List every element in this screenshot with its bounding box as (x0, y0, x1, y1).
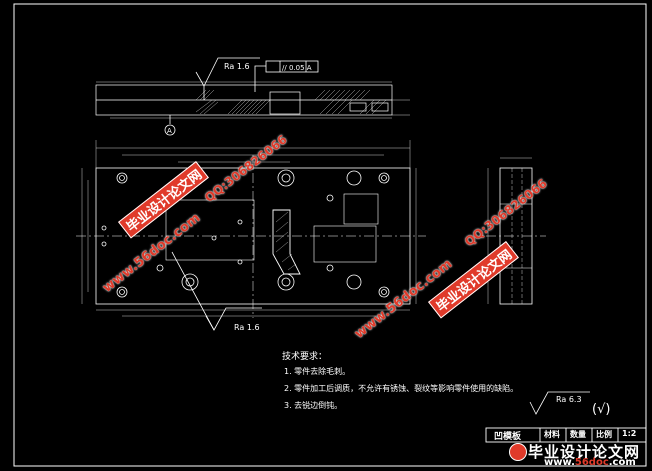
site-logo-icon (509, 443, 527, 461)
section-view (95, 81, 410, 119)
title-block-lines (485, 427, 647, 443)
roughness-general-label: Ra 6.3 (556, 395, 582, 404)
footer-site-name: 毕业设计论文网 (528, 443, 641, 461)
roughness-general-symbol (529, 391, 590, 415)
notes-title: 技术要求： (282, 352, 328, 362)
note-item-2: 2. 零件加工后调质，不允许有锈蚀、裂纹等影响零件使用的缺陷。 (284, 384, 519, 393)
plan-view (76, 140, 426, 318)
title-block-qty-label: 数量 (570, 430, 586, 439)
roughness-label-top: Ra 1.6 (224, 62, 250, 71)
datum-marker (164, 115, 176, 136)
tolerance-frame (254, 60, 319, 92)
datum-label: A (167, 127, 172, 135)
drawing-border (13, 3, 647, 467)
title-block-material-label: 材料 (544, 430, 560, 439)
title-block-part-name: 凹模板 (494, 432, 522, 442)
note-item-1: 1. 零件去除毛刺。 (284, 367, 351, 376)
tolerance-frame-text: // 0.05 A (282, 64, 312, 72)
title-block-scale-value: 1:2 (622, 429, 637, 438)
roughness-symbol-top (195, 57, 260, 100)
footer-url-number: 56doc (574, 457, 609, 468)
roughness-label-bottom: Ra 1.6 (234, 323, 260, 332)
footer-logo: 毕业设计论文网 www.56doc.com (506, 440, 652, 471)
footer-url-suffix: .com (608, 457, 636, 468)
note-item-3: 3. 去锐边倒钝。 (284, 401, 343, 410)
footer-url-prefix: www. (544, 457, 575, 468)
footer-site-url: www.56doc.com (544, 457, 636, 468)
title-block-scale-label: 比例 (596, 430, 612, 439)
roughness-general-check: (√) (592, 402, 610, 417)
roughness-symbol-bottom (171, 251, 262, 331)
